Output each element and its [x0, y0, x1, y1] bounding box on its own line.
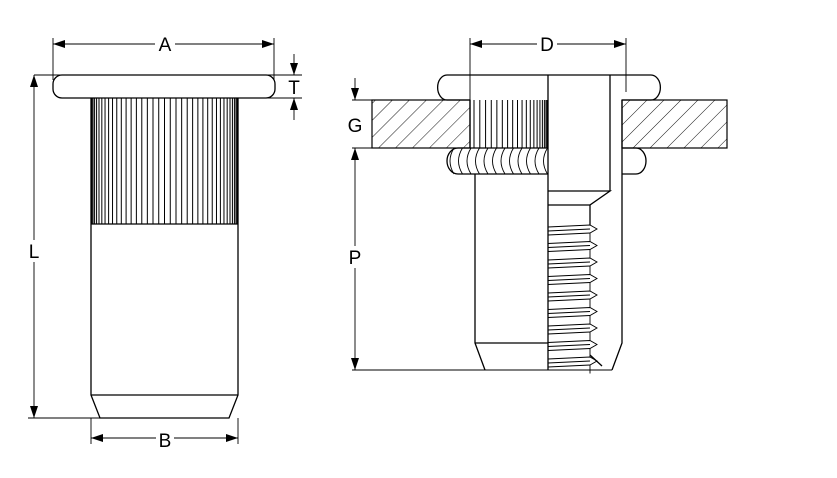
dimension-b: B: [90, 418, 239, 452]
dimension-t: T: [34, 54, 302, 120]
internal-thread: [547, 224, 598, 374]
panel-right: [621, 99, 728, 149]
label-a: A: [159, 35, 172, 56]
label-p: P: [349, 248, 362, 269]
body-right: [611, 100, 623, 371]
bulge-left: [446, 147, 548, 175]
label-t: T: [288, 78, 300, 99]
label-g: G: [348, 116, 363, 137]
dimension-g: G: [348, 78, 372, 149]
knurl-in-panel: [473, 100, 549, 148]
knurled-shank: [90, 98, 239, 224]
dimension-d: D: [469, 35, 627, 100]
dimension-p: P: [349, 148, 362, 370]
bulge-right: [622, 147, 647, 175]
shank-body: [90, 98, 239, 419]
dimension-a: A: [52, 35, 275, 80]
rivet-nut-side-view: [52, 74, 276, 419]
flange-head: [52, 74, 276, 99]
installed-section-view: [352, 74, 728, 374]
flange-head-installed: [436, 74, 662, 101]
label-b: B: [159, 431, 172, 452]
body-left: [474, 174, 486, 371]
dimension-l: L: [28, 75, 100, 419]
panel-left: [371, 99, 471, 149]
label-d: D: [540, 35, 554, 56]
label-l: L: [29, 242, 40, 263]
